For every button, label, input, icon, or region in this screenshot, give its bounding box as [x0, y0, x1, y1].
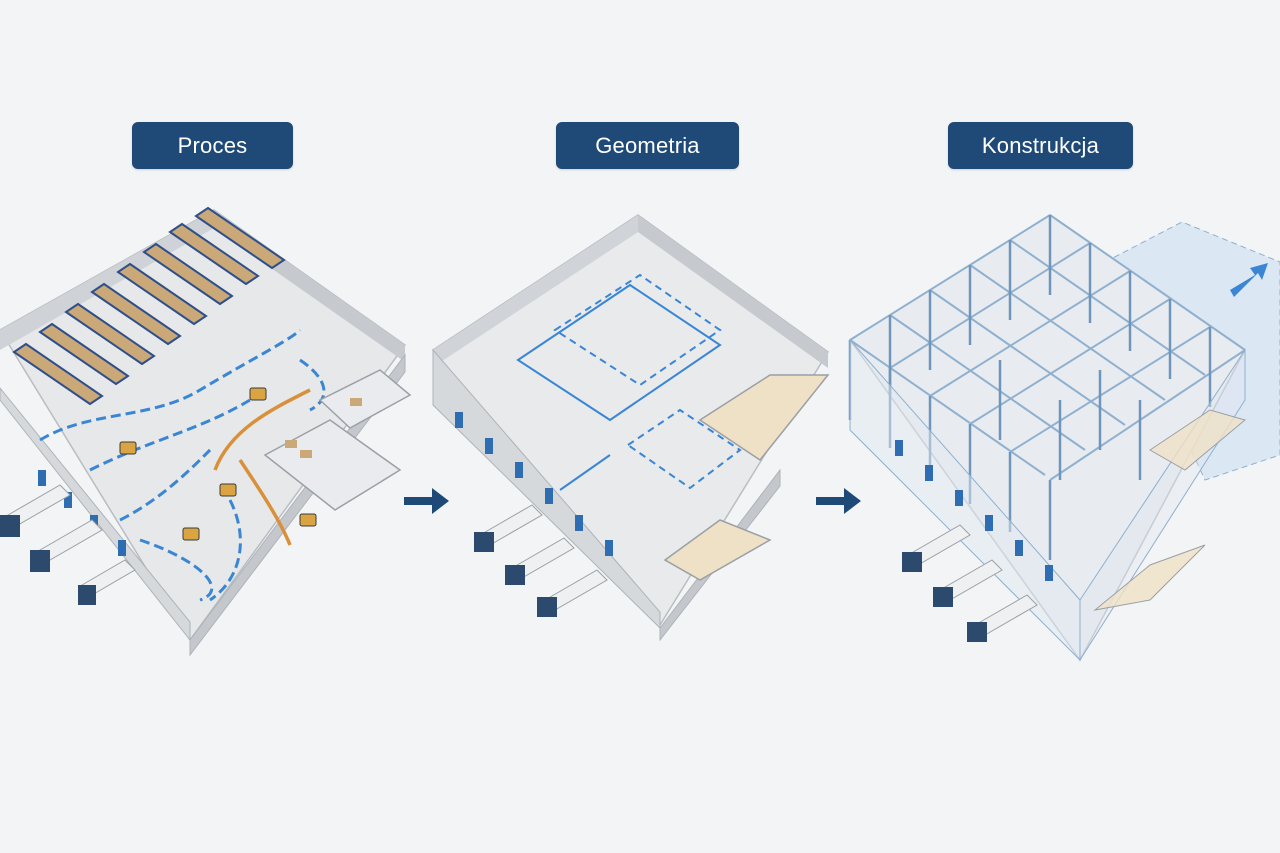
arrow-up-right-icon	[1230, 263, 1268, 297]
stage-label-geometria: Geometria	[556, 122, 739, 169]
stage-label-proces: Proces	[132, 122, 293, 169]
truck-icons	[0, 484, 136, 605]
truck-icons	[474, 504, 608, 617]
arrow-right-icon	[404, 488, 449, 514]
office-rooms	[263, 369, 412, 511]
truck-icons	[902, 524, 1038, 642]
structural-grid	[849, 214, 1246, 481]
office-rooms	[1093, 409, 1247, 611]
material-flow-blue	[39, 328, 326, 602]
material-flow-orange	[213, 388, 311, 546]
arrow-right-icon	[816, 488, 861, 514]
stage-label-konstrukcja: Konstrukcja	[948, 122, 1133, 169]
forklift-icons	[119, 387, 317, 541]
zone-outlines	[516, 273, 742, 491]
office-rooms	[663, 374, 830, 581]
storage-racks	[12, 206, 286, 406]
